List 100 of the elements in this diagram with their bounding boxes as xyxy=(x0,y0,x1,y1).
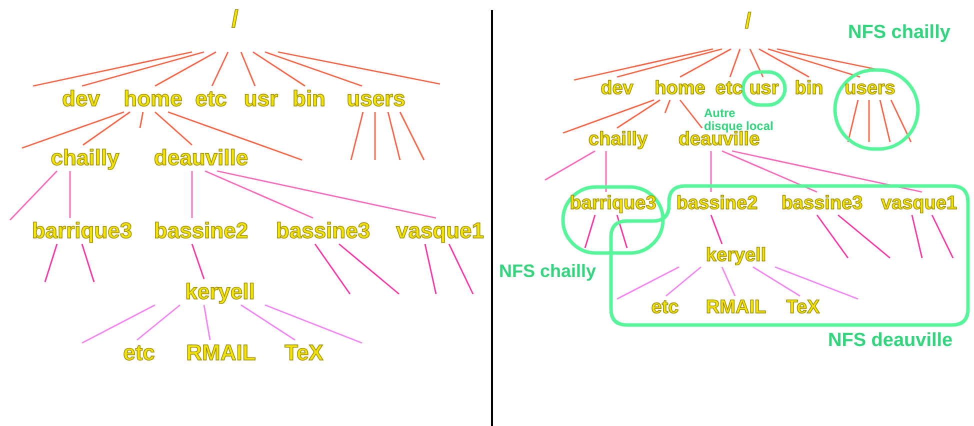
tree-line xyxy=(191,171,193,218)
tree-line xyxy=(774,266,858,300)
tree-line xyxy=(154,111,192,146)
tree-line xyxy=(191,244,205,280)
tree-line xyxy=(278,51,440,85)
tree-line xyxy=(838,214,890,259)
directory-name: deauville xyxy=(152,145,250,171)
tree-line xyxy=(211,52,229,86)
directory-name: home xyxy=(122,86,184,112)
directory-name: bassine2 xyxy=(675,192,759,215)
tree-line xyxy=(868,100,870,142)
tree-line xyxy=(448,244,474,294)
directory-name: keryell xyxy=(676,244,796,267)
tree-line xyxy=(616,266,680,300)
tree-line xyxy=(752,266,800,297)
tree-line xyxy=(22,111,124,149)
directory-name: vasque1 xyxy=(876,192,962,215)
tree-line xyxy=(264,51,362,87)
directory-name: RMAIL xyxy=(705,296,767,319)
tree-line xyxy=(679,100,703,128)
tree-line xyxy=(139,112,144,128)
tree-line xyxy=(168,111,302,161)
directory-name: users xyxy=(842,77,898,100)
tree-line xyxy=(314,244,351,294)
tree-line xyxy=(768,48,860,78)
directory-name: bin xyxy=(794,77,824,100)
tree-line xyxy=(890,100,912,142)
directory-name: vasque1 xyxy=(394,218,486,244)
tree-line xyxy=(350,112,364,160)
directory-name: home xyxy=(652,77,708,100)
tree-line xyxy=(82,111,130,146)
directory-name: bassine3 xyxy=(780,192,864,215)
tree-line xyxy=(69,171,71,218)
directory-name: users xyxy=(345,86,407,112)
tree-line xyxy=(44,244,58,282)
tree-line xyxy=(264,304,362,344)
tree-line xyxy=(680,48,732,78)
tree-line xyxy=(204,170,314,219)
tree-line xyxy=(664,100,671,114)
tree-line xyxy=(732,150,922,193)
tree-line xyxy=(749,48,764,78)
tree-line xyxy=(574,48,714,81)
tree-line xyxy=(722,150,818,193)
directory-name: TeX xyxy=(784,296,822,319)
tree-line xyxy=(154,51,216,87)
directory-name: / xyxy=(185,8,285,52)
tree-line xyxy=(82,51,204,87)
tree-line xyxy=(710,151,712,192)
tree-line xyxy=(32,51,192,87)
tree-line xyxy=(240,304,296,341)
directory-name: dev xyxy=(61,86,101,112)
directory-name: etc xyxy=(650,296,680,319)
tree-line xyxy=(424,244,437,294)
tree-line xyxy=(584,214,596,248)
mount-label: NFS chailly xyxy=(499,262,598,282)
directory-name: TeX xyxy=(282,340,326,366)
directory-name: bin xyxy=(291,86,327,112)
tree-line xyxy=(729,48,741,78)
tree-line xyxy=(240,52,256,86)
tree-line xyxy=(616,99,660,129)
tree-line xyxy=(374,112,376,160)
tree-line xyxy=(710,214,723,244)
tree-line xyxy=(605,151,607,192)
tree-line xyxy=(252,51,306,87)
tree-line xyxy=(399,112,425,160)
tree-line xyxy=(544,150,596,181)
tree-line xyxy=(879,100,891,142)
tree-line xyxy=(666,266,702,297)
tree-line xyxy=(721,266,736,296)
tree-line xyxy=(216,170,436,219)
directory-name: dev xyxy=(599,77,635,100)
tree-line xyxy=(816,214,849,258)
tree-line xyxy=(82,304,156,344)
directory-name: etc xyxy=(121,340,157,366)
tree-line xyxy=(10,170,58,220)
directory-name: bassine3 xyxy=(274,218,372,244)
tree-line xyxy=(931,214,954,258)
directory-name: usr xyxy=(243,86,279,112)
directory-name: / xyxy=(705,10,791,49)
tree-line xyxy=(847,100,859,142)
tree-line xyxy=(136,304,180,341)
directory-name: etc xyxy=(194,86,228,112)
mount-label: NFS deauville xyxy=(828,331,954,352)
tree-line xyxy=(616,48,722,78)
directory-name: barrique3 xyxy=(568,192,658,215)
tree-line xyxy=(338,243,400,295)
directory-name: etc xyxy=(714,77,744,100)
tree-line xyxy=(758,48,810,78)
tree-line xyxy=(562,99,654,134)
tree-line xyxy=(387,112,401,160)
directory-name: chailly xyxy=(49,145,121,171)
tree-line xyxy=(203,304,211,340)
tree-line xyxy=(616,214,628,248)
directory-name: RMAIL xyxy=(185,340,257,366)
tree-line xyxy=(81,244,95,282)
tree-line xyxy=(911,214,923,258)
directory-name: barrique3 xyxy=(30,218,134,244)
mount-label: NFS chailly xyxy=(848,23,952,44)
directory-name: bassine2 xyxy=(152,218,250,244)
directory-name: chailly xyxy=(587,128,649,151)
